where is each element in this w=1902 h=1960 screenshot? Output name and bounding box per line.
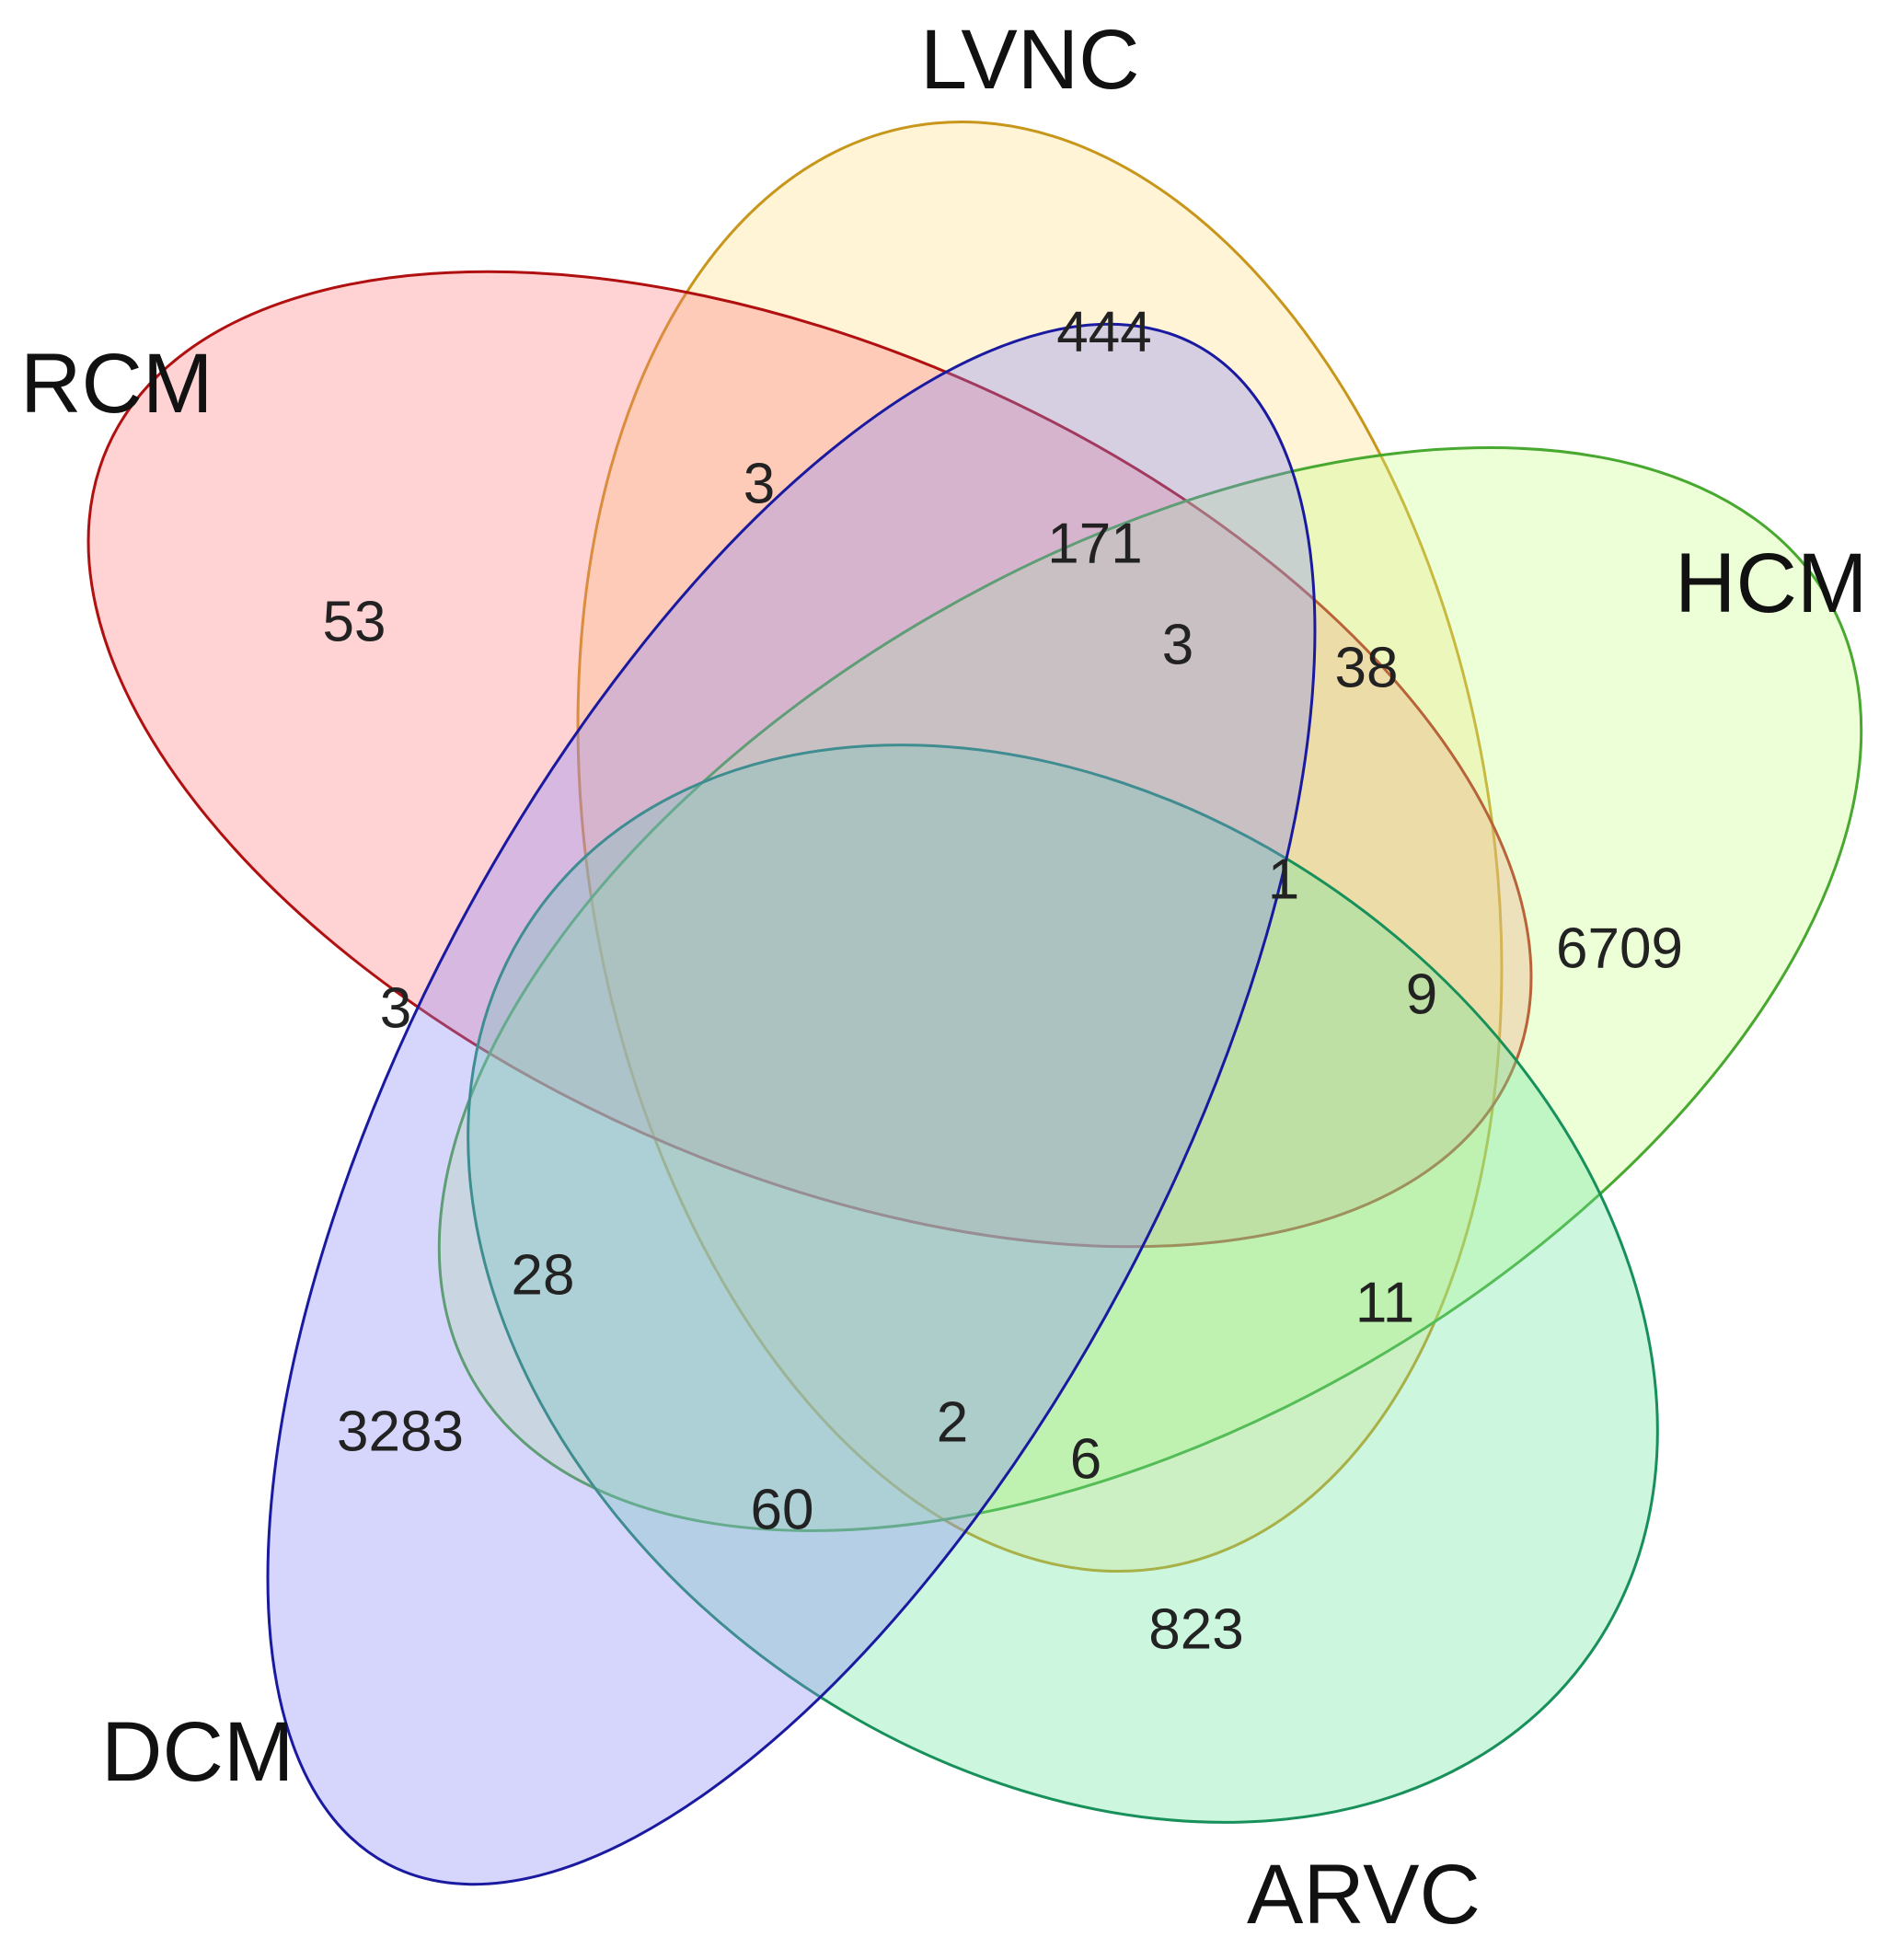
count-arvc-dcm: 60 (751, 1478, 814, 1541)
region-counts: 53 444 6709 823 3283 3 171 3 38 1 9 3 28… (323, 300, 1683, 1661)
count-lvnc-dcm: 171 (1047, 512, 1142, 575)
count-rcm-lvnc: 3 (744, 452, 775, 515)
set-label-rcm: RCM (20, 337, 213, 431)
set-shapes (86, 120, 1863, 1886)
rcm-set-shape (86, 270, 1533, 1249)
count-dcm-only: 3283 (337, 1400, 464, 1463)
count-arvc-only: 823 (1148, 1597, 1243, 1661)
count-lvnc-hcm-dcm: 3 (1162, 613, 1193, 676)
count-hcm-only: 6709 (1556, 917, 1683, 980)
set-label-dcm: DCM (101, 1705, 294, 1799)
arvc-set-shape (467, 744, 1659, 1824)
count-lvnc-arvc-dcm: 2 (937, 1390, 968, 1454)
count-hcm-arvc: 11 (1355, 1271, 1414, 1334)
set-label-lvnc: LVNC (920, 13, 1140, 107)
count-hcm-dcm: 28 (512, 1243, 575, 1307)
count-rcm-hcm: 9 (1406, 963, 1437, 1026)
set-label-hcm: HCM (1675, 536, 1868, 630)
count-rcm-only: 53 (323, 590, 386, 653)
count-rcm-dcm: 3 (380, 976, 411, 1040)
set-labels: LVNC RCM HCM DCM ARVC (20, 13, 1868, 1942)
set-label-arvc: ARVC (1247, 1848, 1481, 1942)
count-lvnc-only: 444 (1056, 300, 1151, 363)
hcm-set-shape (437, 446, 1863, 1532)
dcm-set-shape (266, 322, 1317, 1886)
count-rcm-lvnc-hcm: 1 (1268, 847, 1299, 911)
lvnc-set-shape (576, 120, 1504, 1574)
count-lvnc-hcm: 38 (1335, 636, 1399, 699)
count-lvnc-arvc: 6 (1070, 1427, 1101, 1491)
